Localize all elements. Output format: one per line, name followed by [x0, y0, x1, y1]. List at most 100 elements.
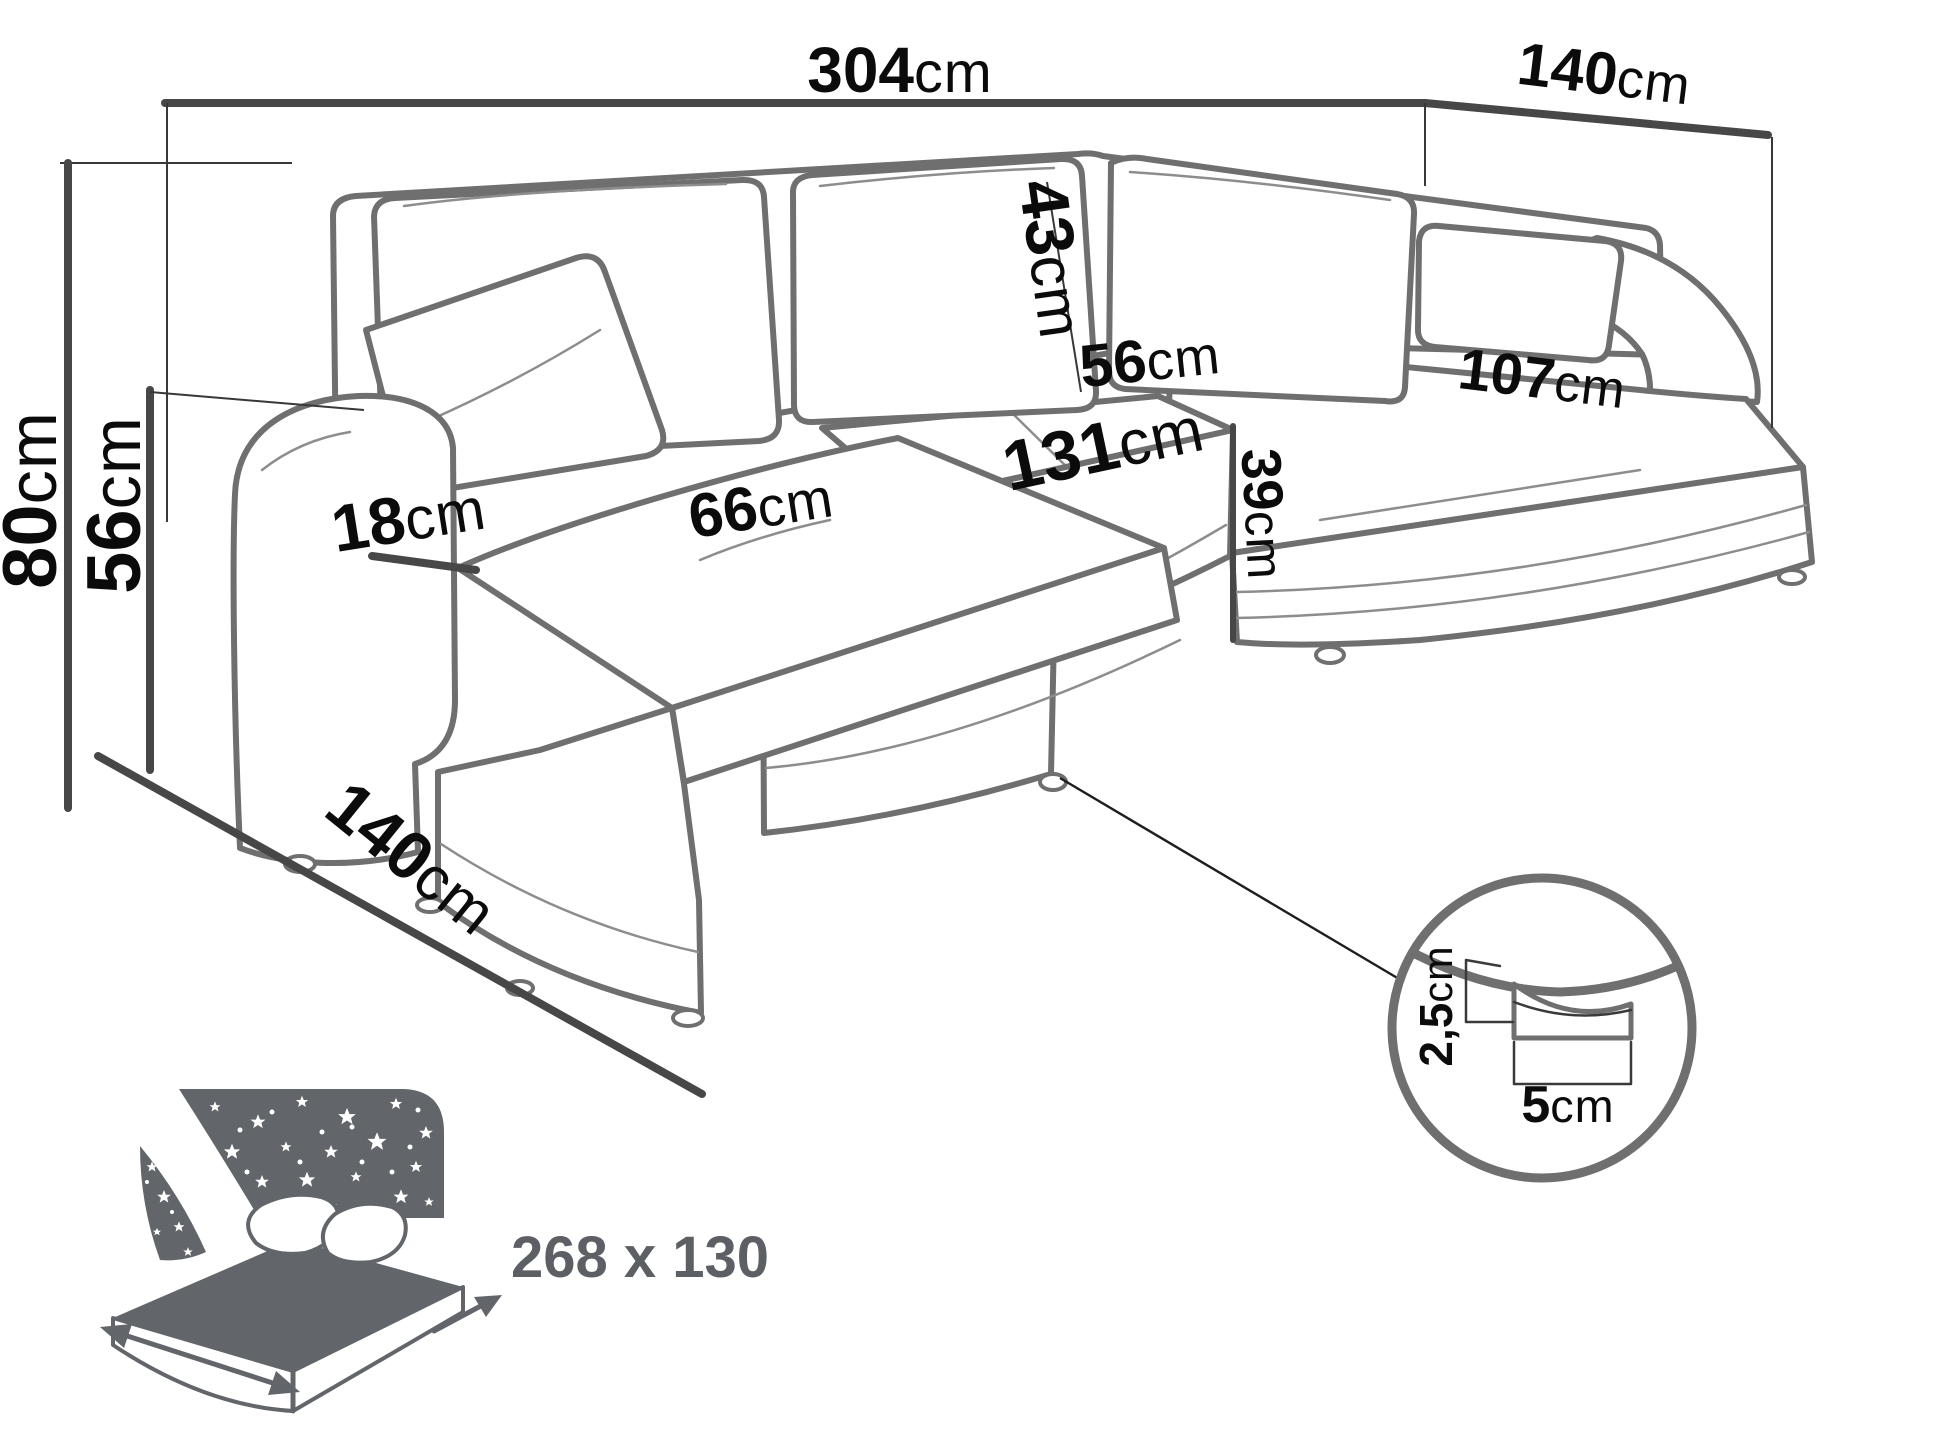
dim-unit: cm: [79, 416, 155, 509]
dim-value: 80: [0, 504, 73, 589]
sofa-foot: [1038, 772, 1068, 792]
dim-seat-depth-label: 56cm: [1076, 319, 1223, 400]
dim-value: 5: [1521, 1076, 1550, 1134]
arrowhead-icon: [100, 1324, 132, 1348]
leg-detail-leader-line: [1059, 776, 1422, 994]
dim-unit: cm: [1614, 48, 1695, 117]
star-dot: [244, 1169, 250, 1175]
star-dot: [145, 1180, 149, 1184]
dim-line-left-depth: [94, 752, 706, 1098]
sofa-foot: [1777, 568, 1807, 586]
dim-unit: cm: [1143, 325, 1223, 392]
bed-pillow: [246, 1192, 341, 1256]
dim-value: 140: [1514, 30, 1622, 109]
double-arrow-icon: [115, 1330, 285, 1389]
dim-armrest-height-label: 56cm: [72, 416, 157, 594]
arrowhead-icon: [268, 1371, 300, 1395]
dim-value: 18: [326, 481, 410, 566]
star-dot: [349, 1124, 355, 1130]
star-icon: [230, 1199, 244, 1212]
dimension-lines: [60, 99, 1773, 1098]
right-base-seam: [1233, 530, 1811, 620]
sofa-foot: [1314, 645, 1346, 665]
star-dot: [359, 1159, 365, 1165]
middle-seat-seam: [1010, 411, 1074, 474]
sleeping-area-size-label: 268 x 130: [511, 1225, 769, 1290]
leg-width-bracket: [1512, 1040, 1633, 1086]
cushion-wrinkle: [402, 182, 728, 208]
cushion-wrinkle: [818, 166, 1056, 188]
dim-armrest-width-label: 18cm: [326, 469, 490, 566]
leg-height-bracket: [1464, 958, 1515, 1024]
bed-mattress-top: [113, 1240, 463, 1371]
crescent-moon-icon: [140, 1146, 206, 1261]
dim-right-seat-length-label: 107cm: [1455, 336, 1630, 421]
dim-value: 107: [1455, 336, 1559, 412]
dim-unit: cm: [400, 475, 491, 554]
dim-value: 66: [684, 473, 763, 552]
dim-leg-height-label: 2,5cm: [1410, 945, 1462, 1066]
dim-value: 39: [1230, 447, 1296, 513]
sofa-back-cushion-right: [1106, 154, 1418, 405]
night-sky-stars-icon: [145, 1161, 193, 1256]
dim-base-height-label: 39cm: [1230, 447, 1300, 582]
seat-wrinkle: [698, 518, 832, 562]
seat-wrinkle: [1318, 468, 1642, 522]
sofa-illustration: [230, 150, 1815, 1028]
dim-unit: cm: [1234, 509, 1295, 581]
leg-detail-drawing: [1396, 941, 1688, 1086]
sofa-back-cushion-center: [789, 155, 1100, 426]
star-dot: [407, 1144, 413, 1150]
star-dot: [237, 1127, 243, 1133]
dim-total-width-label: 304cm: [807, 34, 993, 106]
dim-line-back-cushion-height: [1046, 181, 1082, 393]
sofa-right-throw-pillow: [1414, 222, 1625, 364]
dim-unit: cm: [1415, 945, 1461, 1002]
dim-unit: cm: [1111, 394, 1210, 480]
leg-seam: [1512, 1000, 1633, 1017]
dim-height-label: 80cm: [0, 411, 73, 589]
dim-right-depth-label: 140cm: [1514, 30, 1695, 118]
sofa-left-armrest: [230, 392, 458, 867]
dim-unit: cm: [1551, 354, 1629, 420]
star-dot: [269, 1109, 275, 1115]
projection-line: [149, 391, 365, 411]
dim-back-cushion-height-label: 43cm: [1004, 175, 1101, 343]
right-base-seam: [1234, 503, 1808, 594]
dim-unit: cm: [1550, 1080, 1614, 1132]
dim-unit: cm: [914, 41, 993, 105]
dim-unit: cm: [0, 411, 71, 504]
bed-sleeping-icon: 268 x 130: [100, 1089, 769, 1414]
sofa-foot: [671, 1008, 705, 1028]
dim-line-right-depth: [1421, 99, 1772, 139]
sofa-foot: [415, 896, 445, 914]
armrest-wrinkle: [260, 430, 352, 472]
star-dot: [170, 1210, 174, 1214]
dim-unit: cm: [1017, 250, 1096, 342]
star-dot: [415, 1107, 421, 1113]
cushion-wrinkle: [1128, 170, 1392, 202]
dim-value: 56: [72, 509, 157, 594]
dim-unit: cm: [752, 465, 837, 539]
middle-front-seam: [764, 638, 1182, 770]
dim-left-seat-width-label: 66cm: [684, 461, 838, 552]
pillow-fold-line: [428, 328, 602, 422]
star-dot: [389, 1169, 395, 1175]
dim-line-armrest-width: [368, 552, 480, 574]
dim-value: 43: [1004, 175, 1090, 260]
dim-value: 56: [1076, 327, 1149, 401]
arrowhead-icon: [474, 1295, 502, 1317]
bed-pillow: [320, 1201, 408, 1265]
bed-base: [111, 1285, 465, 1413]
sofa-bottom-edge: [1396, 941, 1688, 997]
star-dot: [319, 1129, 325, 1135]
dim-leg-width-label: 5cm: [1521, 1076, 1614, 1134]
dim-value: 304: [807, 34, 914, 106]
night-sky-panel: [179, 1089, 444, 1218]
night-sky-stars-icon: [209, 1095, 434, 1213]
leg-detail-magnifier-circle: 2,5cm 5cm: [1387, 873, 1697, 1183]
sofa-right-chaise-base: [1229, 464, 1815, 648]
star-dot: [297, 1159, 303, 1165]
